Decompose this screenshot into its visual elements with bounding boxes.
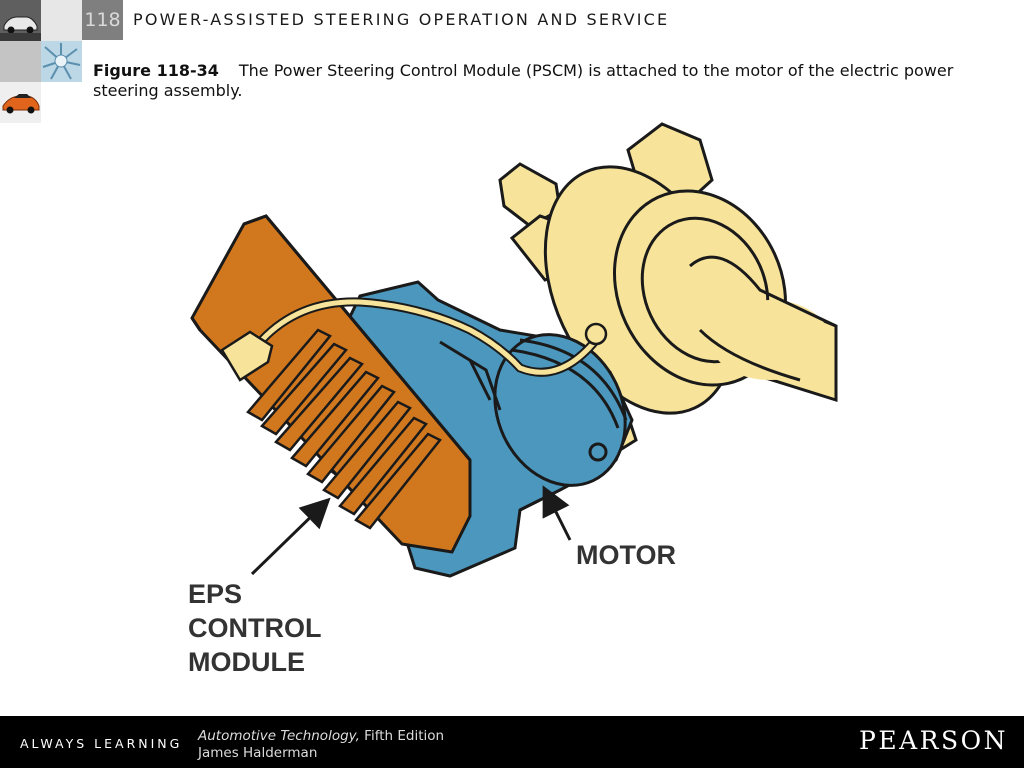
eps-label-line3: MODULE: [188, 647, 305, 677]
motor-arrow: [542, 485, 572, 541]
module-arrow: [250, 497, 331, 576]
book-info: Automotive Technology, Fifth Edition Jam…: [198, 728, 444, 762]
book-title: Automotive Technology,: [198, 728, 360, 744]
figure-label: Figure 118-34: [93, 61, 219, 80]
heat-sink-fins: [246, 328, 442, 530]
grey-thumbnail: [0, 41, 41, 82]
eps-label-line2: CONTROL: [188, 613, 321, 643]
chapter-title: POWER-ASSISTED STEERING OPERATION AND SE…: [133, 10, 670, 29]
caption-text: The Power Steering Control Module (PSCM)…: [93, 61, 954, 100]
sports-car-thumbnail: [0, 82, 41, 123]
wire-harness: [220, 297, 608, 382]
footer-bar: ALWAYS LEARNING Automotive Technology, F…: [0, 716, 1024, 768]
eps-illustration: MOTOR EPS CONTROL MODULE: [188, 122, 838, 677]
book-edition: Fifth Edition: [359, 728, 445, 744]
chapter-number: 118: [82, 0, 123, 40]
motor-label: MOTOR: [576, 540, 676, 570]
publisher-logo: PEARSON: [859, 726, 1008, 755]
blank-thumbnail: [41, 0, 82, 41]
footer-tagline: ALWAYS LEARNING: [20, 736, 183, 751]
book-author: James Halderman: [198, 745, 318, 761]
turbine-thumbnail: [41, 41, 82, 82]
eps-label-line1: EPS: [188, 579, 242, 609]
car-thumbnail: [0, 0, 41, 41]
thumbnail-strip: [0, 0, 82, 124]
